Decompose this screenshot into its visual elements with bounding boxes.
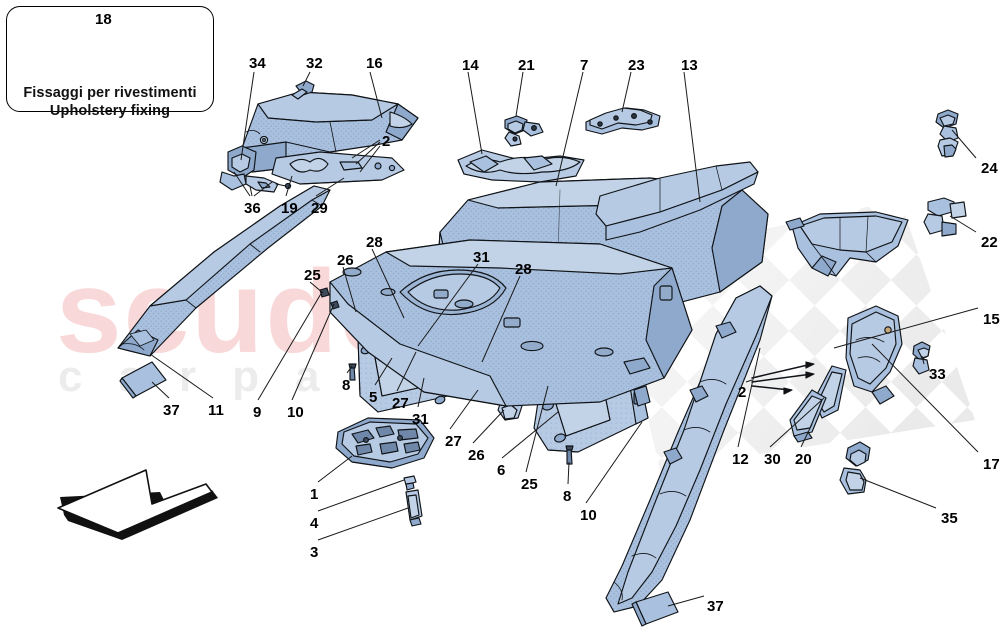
callout-10: 10: [580, 507, 597, 524]
part-fastener-8-right: [565, 445, 574, 465]
callout-4: 4: [310, 515, 319, 532]
part-front-roof-trim-support: [457, 149, 585, 183]
callout-37: 37: [707, 598, 724, 615]
callout-34: 34: [249, 55, 266, 72]
callout-7: 7: [580, 57, 589, 74]
callout-37: 37: [163, 402, 180, 419]
legend-title-english: Upholstery fixing: [49, 103, 171, 119]
callout-15: 15: [983, 311, 1000, 328]
callout-27: 27: [392, 395, 409, 412]
part-right-b-pillar-trim: [605, 285, 773, 613]
part-roof-dome-light-console: [335, 417, 435, 469]
callout-20: 20: [795, 451, 812, 468]
callout-28: 28: [366, 234, 383, 251]
callout-25: 25: [304, 267, 321, 284]
part-corner-bracket-24: [935, 109, 959, 158]
callout-26: 26: [468, 447, 485, 464]
callout-9: 9: [253, 404, 262, 421]
callout-3: 3: [310, 544, 319, 561]
part-roof-bracket-23: [585, 107, 661, 135]
callout-8: 8: [563, 488, 572, 505]
part-bracket-19-29: [271, 151, 405, 185]
part-console-fastener-3: [405, 489, 423, 527]
callout-33: 33: [929, 366, 946, 383]
part-right-rear-quarter-trim: [785, 211, 909, 277]
callout-27: 27: [445, 433, 462, 450]
part-retainer-clip-33: [912, 341, 931, 375]
callout-25: 25: [521, 476, 538, 493]
part-headliner-lower-panel: [329, 239, 693, 407]
callout-12: 12: [732, 451, 749, 468]
part-corner-bracket-22: [923, 197, 967, 237]
callout-21: 21: [518, 57, 535, 74]
part-left-a-pillar-bracket: [219, 145, 292, 193]
part-lower-bracket-35: [839, 441, 871, 495]
part-fastener-25-left: [319, 287, 330, 298]
legend-title-italian: Fissaggi per rivestimenti: [23, 85, 197, 101]
callout-13: 13: [681, 57, 698, 74]
part-left-a-pillar-trim: [117, 185, 331, 357]
callout-35: 35: [941, 510, 958, 527]
callout-31: 31: [412, 411, 429, 428]
part-trim-cover-cap-37-left: [119, 361, 167, 399]
callout-31: 31: [473, 249, 490, 266]
callout-32: 32: [306, 55, 323, 72]
callout-1: 1: [310, 486, 319, 503]
callout-8: 8: [342, 377, 351, 394]
part-right-roof-rail-trim: [595, 161, 759, 241]
part-fixing-screw-2: [751, 361, 815, 395]
callout-22: 22: [981, 234, 998, 251]
callout-29: 29: [311, 200, 328, 217]
callout-11: 11: [208, 402, 224, 419]
callout-28: 28: [515, 261, 532, 278]
legend-box: Fissaggi per rivestimenti Upholstery fix…: [6, 6, 214, 119]
part-right-c-pillar-trim: [845, 305, 903, 405]
callout-23: 23: [628, 57, 645, 74]
callout-36: 36: [244, 200, 261, 217]
callout-5: 5: [369, 389, 378, 406]
part-small-clip-32: [291, 80, 315, 100]
callout-16: 16: [366, 55, 383, 72]
callout-17: 17: [983, 456, 1000, 473]
part-trim-cover-cap-37-right: [631, 591, 679, 627]
callout-10: 10: [287, 404, 304, 421]
callout-14: 14: [462, 57, 479, 74]
callout-26: 26: [337, 252, 354, 269]
callout-24: 24: [981, 160, 998, 177]
callout-18: 18: [95, 11, 112, 28]
callout-19: 19: [281, 200, 298, 217]
callout-6: 6: [497, 462, 506, 479]
callout-2: 2: [738, 384, 747, 401]
part-console-fastener-4: [403, 475, 417, 491]
callout-30: 30: [764, 451, 781, 468]
callout-2: 2: [382, 133, 391, 150]
part-roof-bracket-21: [504, 115, 544, 147]
